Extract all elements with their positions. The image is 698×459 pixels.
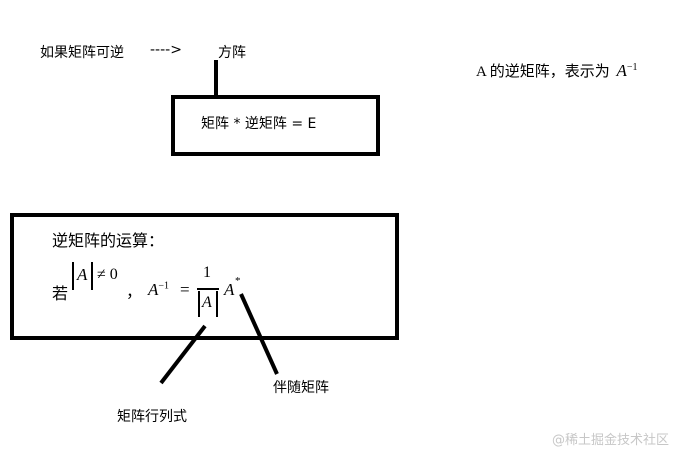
adjugate-star: * (235, 275, 241, 287)
fraction-denominator-symbol: A (202, 294, 212, 311)
fraction-bar (197, 288, 219, 290)
inverse-rule-title: 逆矩阵的运算： (52, 233, 165, 250)
arrow-text: ----> (150, 42, 182, 58)
denominator-det-bar-left (198, 291, 200, 317)
det-bar-left (72, 262, 74, 290)
det-symbol: A (77, 265, 88, 284)
inverse-notation-note: A 的逆矩阵，表示为 A−1 (476, 60, 638, 81)
inverse-formula-lhs: A−1 (148, 280, 169, 300)
invertible-condition-text: 如果矩阵可逆 (40, 45, 124, 61)
inverse-notation-prefix: A 的逆矩阵，表示为 (476, 64, 610, 80)
neq-zero-text: ≠ 0 (97, 266, 118, 283)
inverse-lhs-exponent: −1 (158, 280, 170, 292)
if-text: 若 (52, 286, 69, 303)
watermark: @稀土掘金技术社区 (552, 433, 670, 448)
adjugate-pointer-line (239, 293, 279, 375)
adjugate-matrix-label: 伴随矩阵 (273, 380, 329, 396)
inverse-notation-symbol: A (616, 61, 627, 80)
adjugate-symbol: A (224, 280, 235, 299)
fraction-numerator: 1 (203, 264, 211, 281)
det-bar-right (91, 262, 93, 290)
determinant-pointer-line (159, 324, 207, 385)
equation-box (171, 95, 380, 156)
denominator-det-bar-right (216, 291, 218, 317)
inverse-lhs-symbol: A (148, 280, 159, 299)
inverse-notation-exponent: −1 (626, 62, 638, 73)
matrix-times-inverse-equation: 矩阵 * 逆矩阵 = E (201, 116, 317, 132)
comma-text: ， (126, 284, 143, 301)
inverse-rule-box (10, 213, 399, 340)
determinant-label: 矩阵行列式 (117, 409, 187, 425)
equals-sign: = (180, 280, 190, 299)
square-matrix-text: 方阵 (218, 45, 246, 61)
